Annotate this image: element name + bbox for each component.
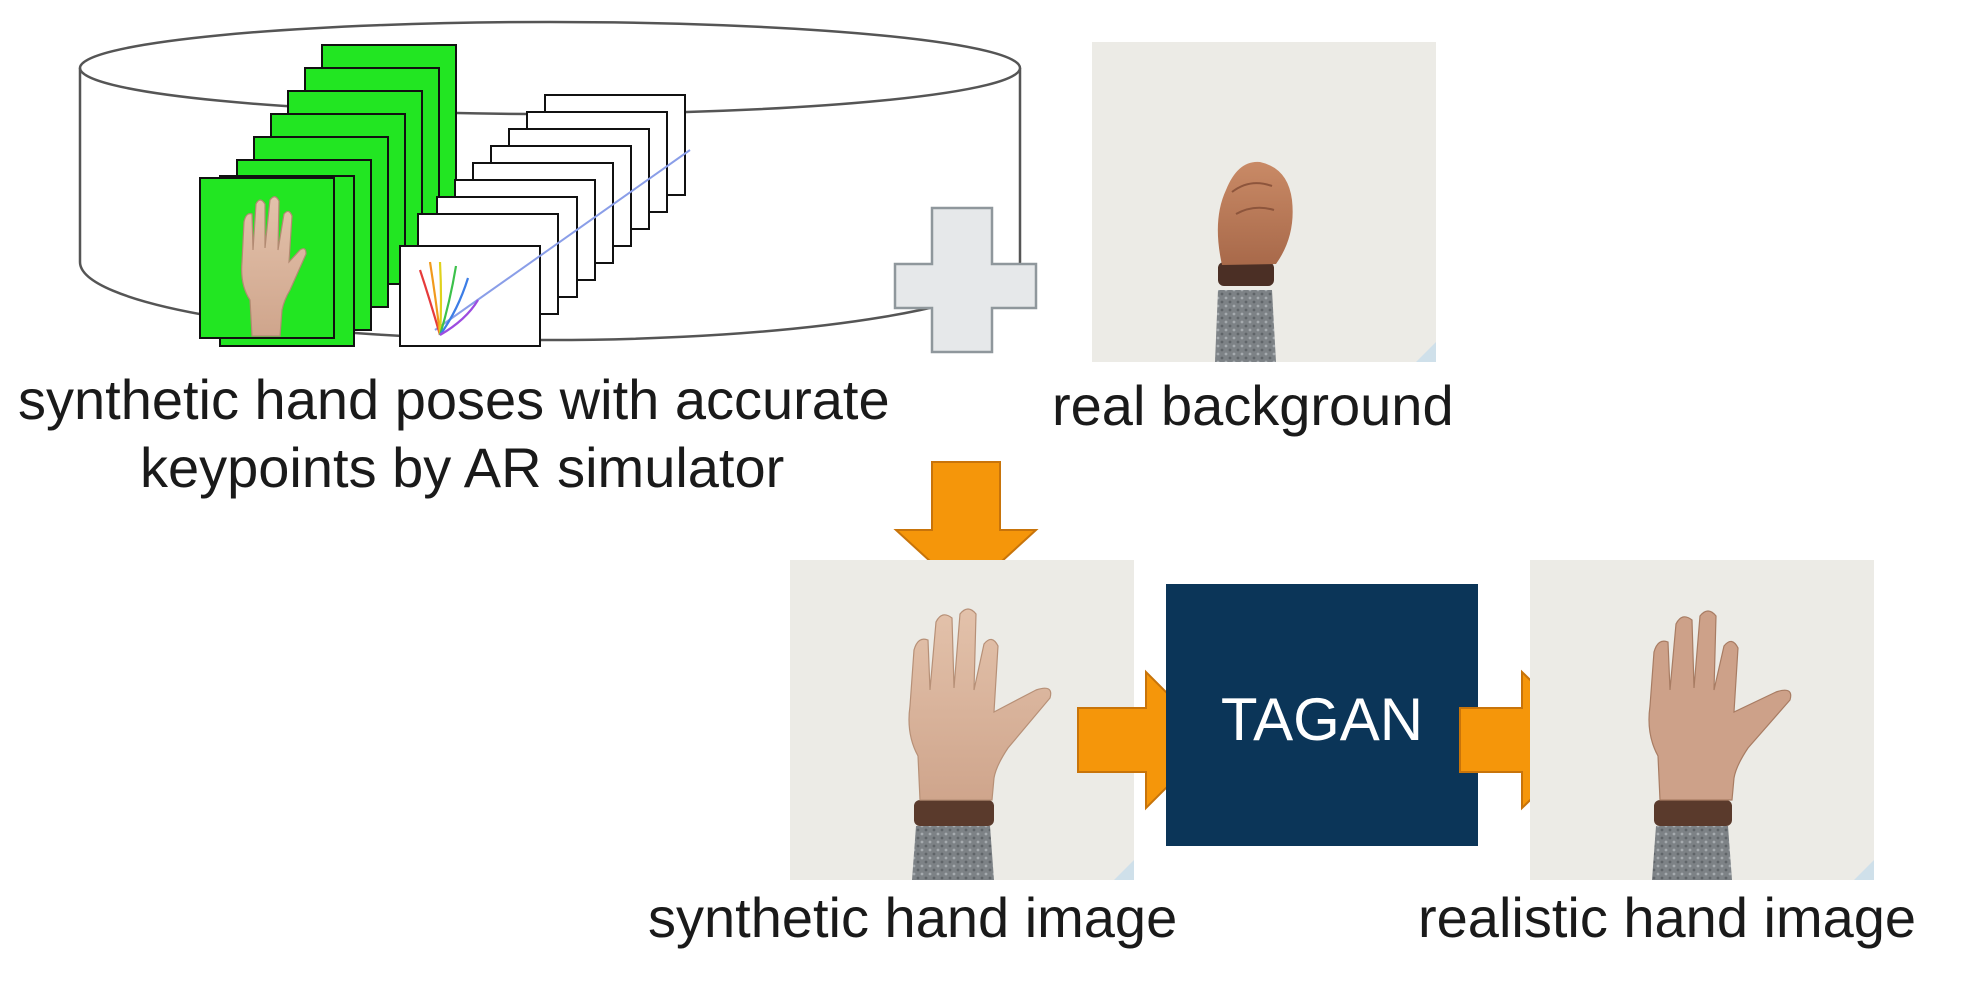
keypoint-skeleton-icon bbox=[418, 261, 479, 336]
dataset-label-line1: synthetic hand poses with accurate bbox=[18, 368, 890, 431]
synthetic-hand-photo bbox=[790, 560, 1134, 880]
synthetic-hand-render-icon bbox=[241, 196, 307, 337]
synthetic-image-label: synthetic hand image bbox=[648, 886, 1178, 949]
real-background-photo bbox=[1092, 42, 1436, 362]
real-background-label: real background bbox=[1052, 374, 1454, 437]
realistic-hand-photo bbox=[1530, 560, 1874, 880]
tagan-label: TAGAN bbox=[1221, 686, 1423, 753]
tagan-model-box bbox=[1166, 584, 1478, 846]
realistic-image-label: realistic hand image bbox=[1418, 886, 1917, 949]
plus-icon bbox=[893, 206, 1038, 354]
keypoint-frame-stack bbox=[399, 94, 691, 347]
dataset-label-line2: keypoints by AR simulator bbox=[140, 436, 785, 499]
